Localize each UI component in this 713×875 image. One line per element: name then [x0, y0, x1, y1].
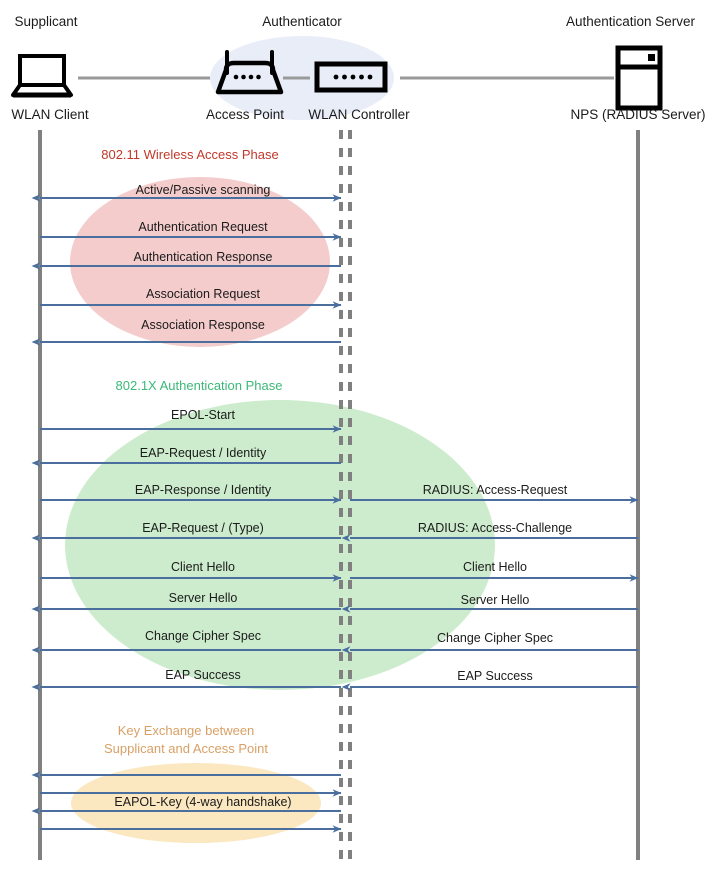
message-label-wireless-access-4: Association Response — [141, 318, 265, 332]
message-label-wireless-access-0: Active/Passive scanning — [135, 183, 271, 197]
message-label-dot1x-authentication-7: Client Hello — [463, 560, 527, 574]
phase-title-key-exchange: Key Exchange between Supplicant and Acce… — [56, 722, 316, 758]
message-label-dot1x-authentication-9: Server Hello — [460, 593, 530, 607]
phase-title-dot1x: 802.1X Authentication Phase — [115, 378, 283, 393]
actor-role-supplicant: Supplicant — [14, 14, 78, 29]
message-label-dot1x-authentication-3: RADIUS: Access-Request — [422, 483, 568, 497]
message-label-dot1x-authentication-0: EPOL-Start — [171, 408, 235, 422]
phase-ellipse-dot1x-authentication — [65, 400, 495, 690]
message-label-dot1x-authentication-6: Client Hello — [171, 560, 235, 574]
phase-title-wireless-access: 802.11 Wireless Access Phase — [101, 147, 279, 162]
message-label-wireless-access-2: Authentication Response — [133, 250, 273, 264]
access-point-icon — [215, 50, 284, 95]
laptop-icon — [11, 54, 73, 98]
arrow-layer — [31, 194, 639, 833]
phase-title-key-exchange-line1: Key Exchange between — [117, 723, 255, 738]
lifeline-layer — [38, 130, 640, 860]
message-label-dot1x-authentication-5: RADIUS: Access-Challenge — [417, 521, 573, 535]
message-label-key-exchange-2: EAPOL-Key (4-way handshake) — [114, 795, 292, 809]
actor-device-access-point: Access Point — [205, 107, 285, 122]
message-label-dot1x-authentication-13: EAP Success — [457, 669, 533, 683]
server-icon — [615, 45, 663, 111]
actor-device-wlan-client: WLAN Client — [11, 107, 89, 122]
message-label-dot1x-authentication-10: Change Cipher Spec — [144, 629, 262, 643]
actor-role-authenticator: Authenticator — [262, 14, 342, 29]
wlan-controller-icon — [314, 61, 388, 93]
actor-role-auth-server: Authentication Server — [565, 14, 696, 29]
actor-device-wlan-controller: WLAN Controller — [308, 107, 410, 122]
message-label-wireless-access-3: Association Request — [146, 287, 260, 301]
message-label-dot1x-authentication-12: EAP Success — [165, 668, 241, 682]
message-label-dot1x-authentication-8: Server Hello — [168, 591, 238, 605]
message-label-wireless-access-1: Authentication Request — [138, 220, 268, 234]
message-label-dot1x-authentication-2: EAP-Response / Identity — [134, 483, 272, 497]
message-label-dot1x-authentication-11: Change Cipher Spec — [436, 631, 554, 645]
phase-ellipse-key-exchange — [71, 763, 321, 843]
actor-device-nps: NPS (RADIUS Server) — [570, 107, 706, 122]
message-label-dot1x-authentication-1: EAP-Request / Identity — [139, 446, 267, 460]
message-label-dot1x-authentication-4: EAP-Request / (Type) — [142, 521, 264, 535]
phase-title-key-exchange-line2: Supplicant and Access Point — [103, 741, 269, 756]
